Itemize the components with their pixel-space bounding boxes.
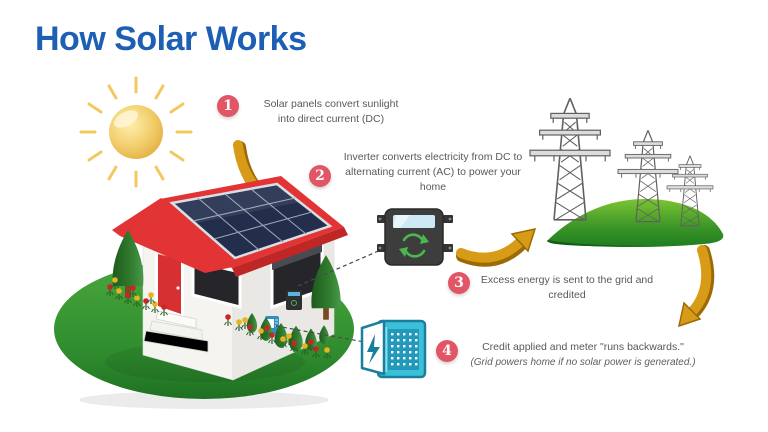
solar-house-icon xyxy=(54,176,354,409)
step-3-text: Excess energy is sent to the grid and cr… xyxy=(480,274,654,301)
front-door xyxy=(158,254,181,314)
electric-meter-icon xyxy=(360,319,427,379)
connector-lines xyxy=(275,248,384,344)
wall-charge-controller-icon xyxy=(286,290,302,310)
connector-house-to-inverter xyxy=(297,248,384,287)
step-2-text: Inverter converts electricity from DC to… xyxy=(343,151,523,193)
pylon-large xyxy=(529,97,611,221)
step-1-text: Solar panels convert sunlight into direc… xyxy=(263,98,399,125)
sun-icon xyxy=(79,76,193,188)
arrow-grid-to-credit-icon xyxy=(677,245,715,328)
step-4-text: Credit applied and meter "runs backwards… xyxy=(470,341,696,368)
arrow-inverter-to-grid-icon xyxy=(456,227,537,267)
step-4-badge: 4 xyxy=(436,340,458,362)
tree-left xyxy=(112,230,144,298)
solar-panel-icon xyxy=(169,182,333,260)
grid-hill xyxy=(547,198,724,248)
page-title: How Solar Works xyxy=(35,20,307,58)
inverter-icon xyxy=(377,208,453,266)
step-1-badge: 1 xyxy=(217,95,239,117)
transmission-towers-icon xyxy=(529,97,724,248)
step-2-badge: 2 xyxy=(309,165,331,187)
lightning-bolt-icon xyxy=(367,334,380,364)
recycle-icon xyxy=(399,233,429,258)
step-3-badge: 3 xyxy=(448,272,470,294)
tree-right xyxy=(311,255,341,320)
connector-house-to-meter xyxy=(275,325,371,344)
